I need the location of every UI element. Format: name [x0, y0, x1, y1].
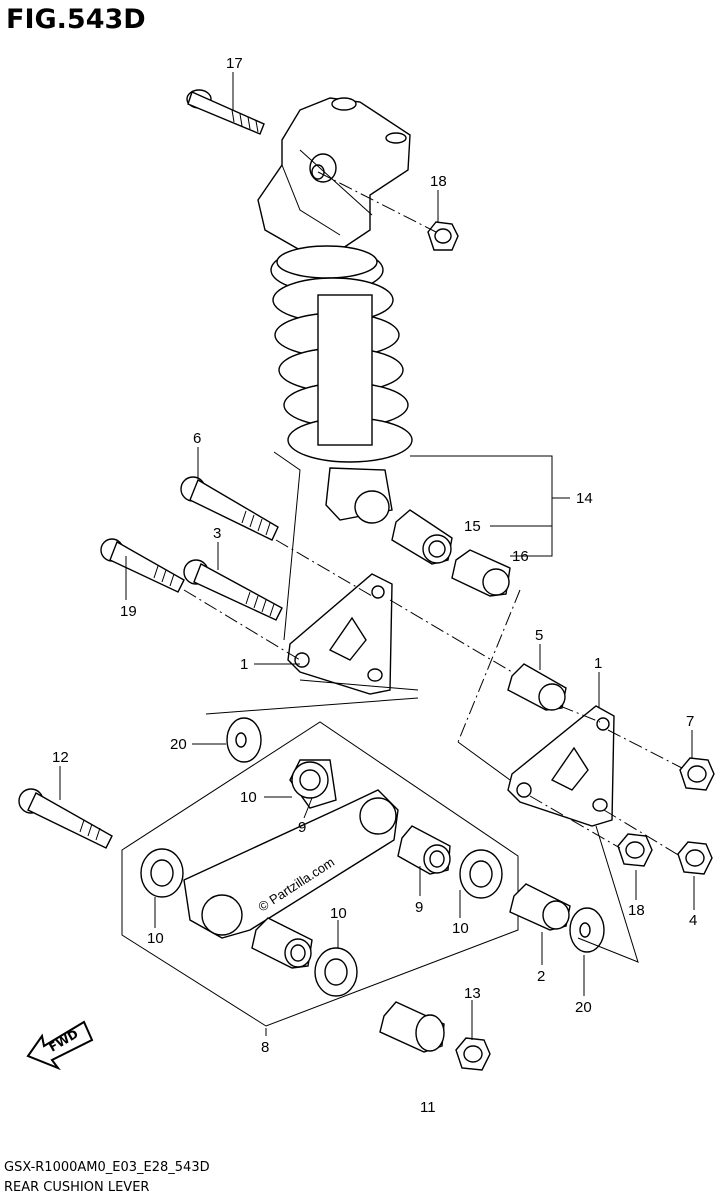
- washer-20-right[interactable]: [569, 907, 605, 953]
- callout-13: 13: [464, 985, 481, 1002]
- cushion-plate-1-right[interactable]: [507, 705, 615, 827]
- collar-5[interactable]: [507, 663, 567, 711]
- nut-4[interactable]: [677, 841, 713, 875]
- callout-10-left: 10: [147, 930, 164, 947]
- figure-title: FIG.543D: [6, 4, 146, 35]
- callout-20-right: 20: [575, 999, 592, 1016]
- callout-1-right: 1: [594, 655, 602, 672]
- nut-18-upper[interactable]: [427, 221, 459, 251]
- callout-2: 2: [537, 968, 545, 985]
- callout-7: 7: [686, 713, 694, 730]
- collar-2[interactable]: [509, 883, 571, 931]
- callout-15: 15: [464, 518, 481, 535]
- collar-11[interactable]: [379, 1001, 445, 1053]
- bolt-17[interactable]: [186, 89, 265, 135]
- callout-12: 12: [52, 749, 69, 766]
- oil-seal-10-right[interactable]: [459, 849, 503, 899]
- nut-18-lower[interactable]: [617, 833, 653, 867]
- callout-10-lower: 10: [330, 905, 347, 922]
- spacer-16[interactable]: [451, 549, 511, 597]
- callout-11: 11: [420, 1099, 436, 1116]
- oil-seal-10-left[interactable]: [140, 848, 184, 898]
- callout-14: 14: [576, 490, 593, 507]
- bolt-19[interactable]: [100, 538, 185, 593]
- cushion-rod-9[interactable]: [183, 759, 399, 939]
- callout-19: 19: [120, 603, 137, 620]
- bearing-9-right[interactable]: [397, 825, 451, 875]
- callout-10-right: 10: [452, 920, 469, 937]
- bolt-12[interactable]: [18, 788, 113, 849]
- callout-10-upper: 10: [240, 789, 257, 806]
- bearing-lower[interactable]: [251, 917, 313, 969]
- nut-7[interactable]: [679, 757, 715, 791]
- callout-4: 4: [689, 912, 697, 929]
- washer-20-left[interactable]: [226, 717, 262, 763]
- fwd-arrow-icon: FWD: [26, 1020, 94, 1071]
- callout-18-upper: 18: [430, 173, 447, 190]
- callout-8: 8: [261, 1039, 269, 1056]
- callout-17: 17: [226, 55, 243, 72]
- callout-5: 5: [535, 627, 543, 644]
- shock-absorber[interactable]: [257, 97, 413, 524]
- nut-13[interactable]: [455, 1037, 491, 1071]
- callout-20-left: 20: [170, 736, 187, 753]
- oil-seal-10-lower[interactable]: [314, 947, 358, 997]
- callout-16: 16: [512, 548, 529, 565]
- callout-9-bearing: 9: [415, 899, 423, 916]
- bolt-6[interactable]: [180, 476, 279, 541]
- figure-code: GSX-R1000AM0_E03_E28_543D: [4, 1160, 210, 1175]
- cushion-plate-1-left[interactable]: [287, 573, 393, 695]
- callout-6: 6: [193, 430, 201, 447]
- bearing-15[interactable]: [391, 509, 453, 565]
- callout-1-left: 1: [240, 656, 248, 673]
- bolt-3[interactable]: [183, 559, 283, 621]
- callout-3: 3: [213, 525, 221, 542]
- callout-9-rod: 9: [298, 819, 306, 836]
- callout-18-lower: 18: [628, 902, 645, 919]
- figure-name: REAR CUSHION LEVER: [4, 1180, 150, 1195]
